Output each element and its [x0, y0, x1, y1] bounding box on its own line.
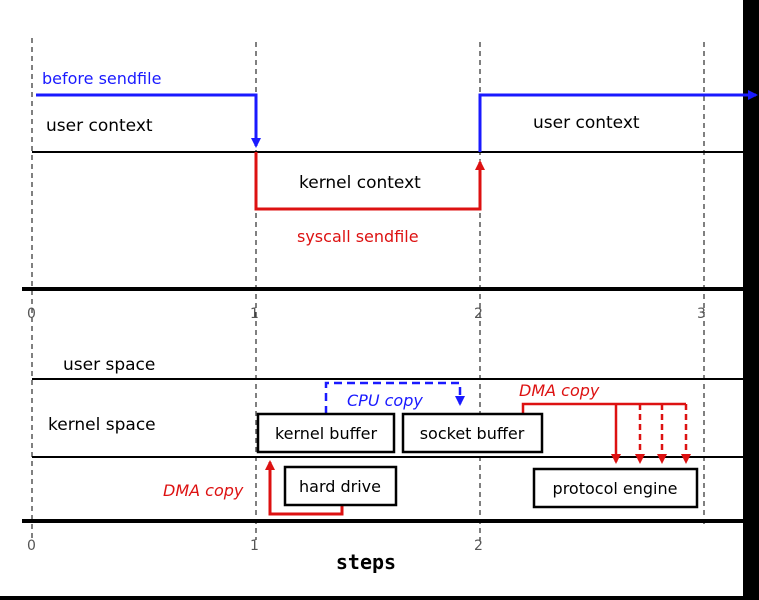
- dma-copy-right-path: [521, 402, 686, 414]
- user-context-right-label: user context: [533, 113, 640, 133]
- dma-copy-left-label: DMA copy: [163, 481, 244, 500]
- kernel-buffer-box: kernel buffer: [256, 412, 396, 454]
- top-tick-1: 1: [250, 306, 259, 322]
- bottom-axis-ticks: 0 1 2: [27, 538, 483, 554]
- user-space-label: user space: [63, 355, 155, 375]
- hard-drive-label: hard drive: [299, 477, 381, 496]
- kernel-context-label: kernel context: [299, 173, 421, 193]
- before-sendfile-path: [36, 93, 261, 148]
- kernel-space-label: kernel space: [48, 415, 156, 435]
- dma-copy-right-label: DMA copy: [519, 381, 600, 400]
- socket-buffer-box: socket buffer: [401, 412, 544, 454]
- before-sendfile-label: before sendfile: [42, 69, 161, 88]
- top-tick-3: 3: [697, 306, 706, 322]
- top-axis-ticks: 0 1 2 3: [27, 306, 706, 322]
- steps-axis-label: steps: [336, 550, 396, 574]
- syscall-path: [254, 152, 485, 211]
- return-user-path: [478, 90, 758, 152]
- bottom-tick-0: 0: [27, 538, 36, 554]
- socket-buffer-label: socket buffer: [420, 424, 525, 443]
- bottom-tick-1: 1: [250, 538, 259, 554]
- protocol-engine-box: protocol engine: [532, 467, 699, 509]
- kernel-buffer-label: kernel buffer: [275, 424, 378, 443]
- cpu-copy-label: CPU copy: [347, 391, 423, 410]
- protocol-engine-label: protocol engine: [553, 479, 678, 498]
- hard-drive-box: hard drive: [283, 465, 398, 507]
- bottom-tick-2: 2: [474, 538, 483, 554]
- top-tick-2: 2: [474, 306, 483, 322]
- cpu-copy-arrow: [324, 381, 465, 414]
- user-context-left-label: user context: [46, 116, 153, 136]
- syscall-sendfile-label: syscall sendfile: [297, 227, 419, 246]
- top-tick-0: 0: [27, 306, 36, 322]
